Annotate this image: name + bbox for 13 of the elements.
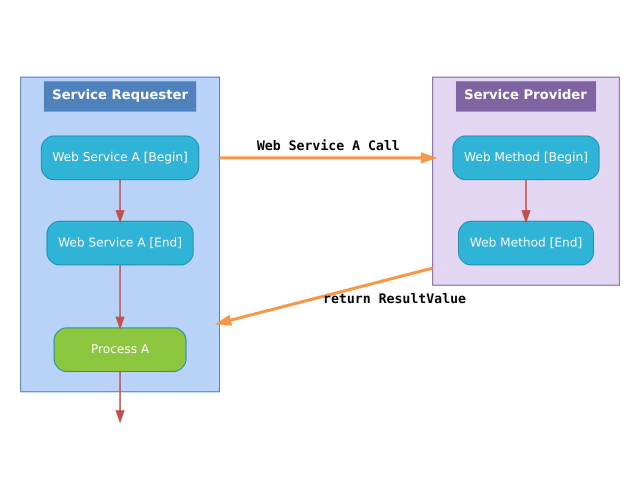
- arrow: [115, 265, 125, 330]
- edge-label: return ResultValue: [323, 292, 466, 307]
- arrow: [220, 152, 438, 164]
- node-box: Web Service A [Begin]: [40, 136, 200, 180]
- arrow: [115, 180, 125, 224]
- node-box: Web Method [End]: [458, 220, 594, 266]
- arrow: [215, 266, 434, 326]
- node-box: Web Method [Begin]: [452, 136, 600, 180]
- arrow: [521, 180, 531, 224]
- edge-label: Web Service A Call: [256, 139, 400, 154]
- node-box: Process A: [54, 327, 187, 372]
- node-box: Web Service A [End]: [46, 220, 194, 266]
- arrow: [115, 372, 125, 424]
